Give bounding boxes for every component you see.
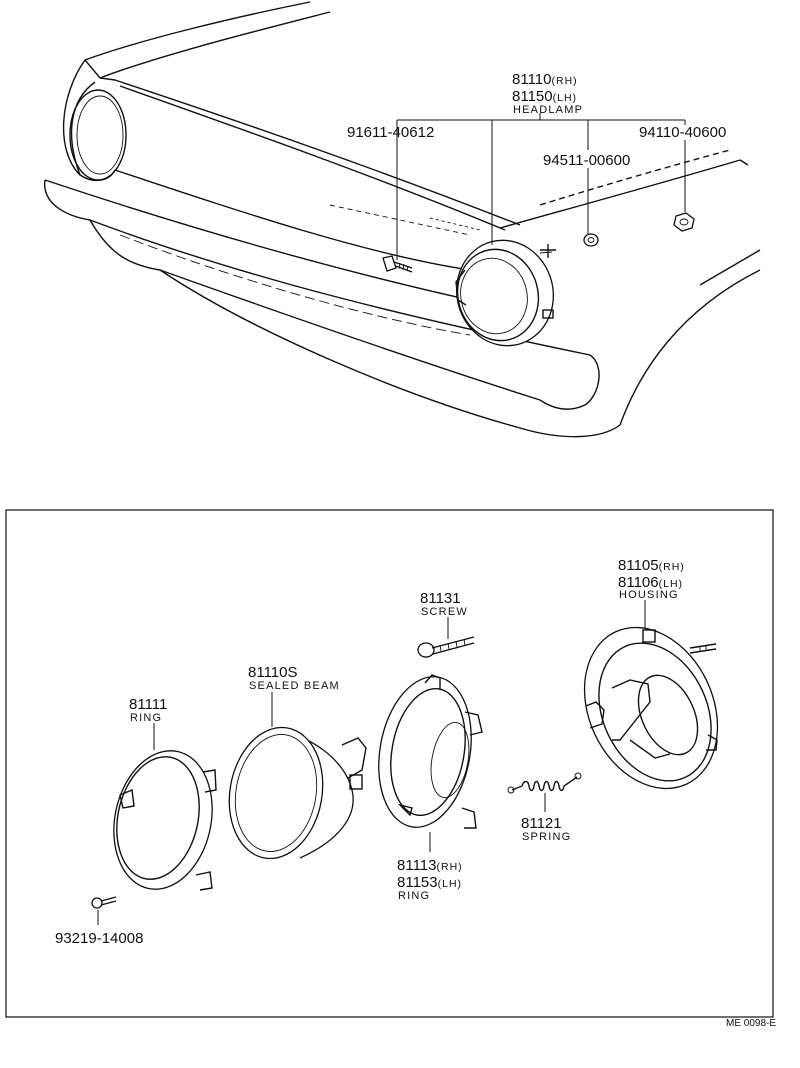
exploded-view-frame	[5, 509, 774, 1018]
outer-ring-81111-shape	[113, 750, 217, 891]
mount-ring-rh-part: 81113	[397, 857, 437, 874]
label-sealed-beam: 81110S SEALED BEAM	[248, 664, 340, 692]
housing-lh-tag: (LH)	[659, 578, 683, 590]
mount-ring-81113-shape	[378, 674, 483, 829]
mount-ring-lh-tag: (LH)	[438, 878, 462, 890]
sealed-beam-name: SEALED BEAM	[249, 680, 340, 692]
label-bolt-91611: 91611-40612	[347, 124, 434, 141]
headlamp-lh-tag: (LH)	[553, 92, 577, 104]
housing-lh-part: 81106	[618, 574, 659, 591]
bottom-leader-lines	[97, 600, 646, 925]
mount-ring-name: RING	[398, 890, 430, 902]
outer-ring-part: 81111	[129, 696, 167, 713]
svg-text:81150(LH): 81150(LH)	[512, 88, 577, 105]
housing-rh-part: 81105	[618, 557, 659, 574]
screw-81131-shape	[417, 636, 475, 658]
bolt-91611-shape	[382, 255, 413, 273]
outer-ring-name: RING	[130, 712, 162, 724]
top-leader-lines	[396, 113, 686, 260]
headlamp-lh-part: 81150	[512, 88, 553, 105]
label-headlamp: 81110(RH) 81150(LH) HEADLAMP	[512, 71, 583, 116]
svg-text:81153(LH): 81153(LH)	[397, 874, 462, 891]
small-screw-93219-shape	[91, 896, 117, 909]
label-outer-ring: 81111 RING	[129, 696, 167, 724]
headlamp-name: HEADLAMP	[513, 104, 583, 116]
housing-name: HOUSING	[619, 589, 679, 601]
housing-81105-shape	[583, 626, 719, 790]
nut-94110-shape	[673, 212, 695, 232]
diagram-code: ME 0098-E	[726, 1018, 776, 1029]
svg-text:81110(RH): 81110(RH)	[512, 71, 578, 88]
screw-name: SCREW	[421, 606, 468, 618]
mount-ring-rh-tag: (RH)	[437, 861, 463, 873]
label-screw: 81131 SCREW	[420, 590, 468, 618]
label-nut-94110: 94110-40600	[639, 124, 726, 141]
spring-part: 81121	[521, 815, 562, 832]
label-washer-94511: 94511-00600	[543, 152, 630, 169]
washer-94511-shape	[583, 233, 599, 247]
car-front-illustration	[44, 1, 761, 438]
label-housing: 81105(RH) 81106(LH) HOUSING	[618, 557, 685, 601]
sealed-beam-81110s-shape	[228, 726, 367, 860]
spring-name: SPRING	[522, 831, 571, 843]
headlamp-rh-tag: (RH)	[552, 75, 578, 87]
mount-ring-lh-part: 81153	[397, 874, 438, 891]
svg-text:81105(RH): 81105(RH)	[618, 557, 685, 574]
svg-text:81106(LH): 81106(LH)	[618, 574, 683, 591]
sealed-beam-part: 81110S	[248, 664, 298, 681]
headlamp-rh-part: 81110	[512, 71, 552, 88]
screw-part: 81131	[420, 590, 461, 607]
housing-rh-tag: (RH)	[659, 561, 685, 573]
label-spring: 81121 SPRING	[521, 815, 571, 843]
label-small-screw-93219: 93219-14008	[55, 930, 143, 947]
svg-text:81113(RH): 81113(RH)	[397, 857, 463, 874]
headlamp-assembly-top	[455, 239, 556, 347]
label-mount-ring: 81113(RH) 81153(LH) RING	[397, 857, 463, 902]
spring-81121-shape	[507, 772, 582, 794]
